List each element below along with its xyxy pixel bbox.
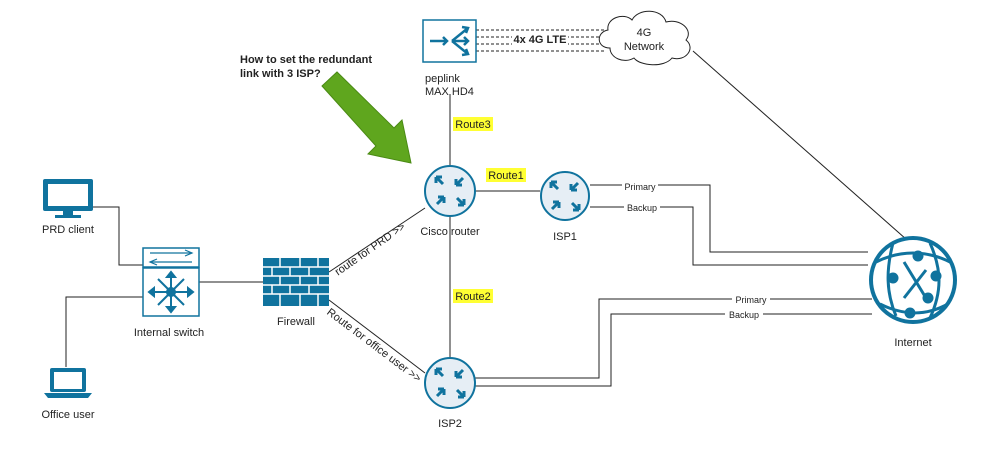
cisco-router-label: Cisco router [420,226,480,238]
office-user-label: Office user [42,409,95,421]
link-isp2-primary [474,298,872,379]
link-isp1-backup [590,206,868,266]
route2-label: Route2 [455,291,490,303]
isp1-primary-bg [622,181,658,192]
route-office-label: Route for office user >> [324,306,423,385]
peplink-router-icon [422,19,477,63]
question-arrow-icon [321,71,412,164]
route2-highlight [453,289,493,303]
isp2-label: ISP2 [438,418,462,430]
isp1-backup-label: Backup [627,203,657,213]
isp1-label: ISP1 [553,231,577,243]
isp2-primary-label: Primary [736,295,767,305]
route1-label: Route1 [488,170,523,182]
question-line1: How to set the redundant [240,54,372,66]
route-prd-label: route for PRD >> [333,221,408,279]
isp1-primary-label: Primary [625,182,656,192]
route1-highlight [486,168,526,182]
peplink-label-line2: MAX HD4 [425,86,474,98]
network-4g-line1: 4G [637,27,652,39]
lte-label: 4x 4G LTE [514,34,567,46]
link-isp2-backup [474,313,872,387]
link-isp1-primary [590,184,868,253]
prd-client-icon [43,179,93,218]
isp2-router-icon [424,357,476,409]
internal-switch-icon [142,267,200,317]
route3-label: Route3 [455,119,490,131]
internal-switch-label: Internal switch [134,327,204,339]
isp1-backup-bg [624,202,660,213]
switch-small-icon [142,247,200,268]
network-4g-line2: Network [624,41,665,53]
link-4g-internet [692,50,916,248]
route3-highlight [453,117,493,131]
link-firewall-isp2 [328,299,426,374]
cisco-router-icon [424,165,476,217]
link-firewall-cisco [328,207,426,273]
cloud-icon [598,10,691,66]
internet-label: Internet [894,337,931,349]
lte-label-bg [512,33,568,46]
internet-globe-icon [869,236,957,324]
isp2-primary-bg [732,294,770,305]
isp2-backup-label: Backup [729,310,759,320]
isp2-backup-bg [725,309,763,320]
question-line2: link with 3 ISP? [240,68,321,80]
lte-dashed-links [476,29,605,52]
laptop-icon [44,368,92,398]
link-office-user-switch [65,296,143,367]
prd-client-label: PRD client [42,224,94,236]
isp1-router-icon [540,171,590,221]
peplink-label-line1: peplink [425,73,460,85]
firewall-icon [263,258,329,306]
firewall-label: Firewall [277,316,315,328]
